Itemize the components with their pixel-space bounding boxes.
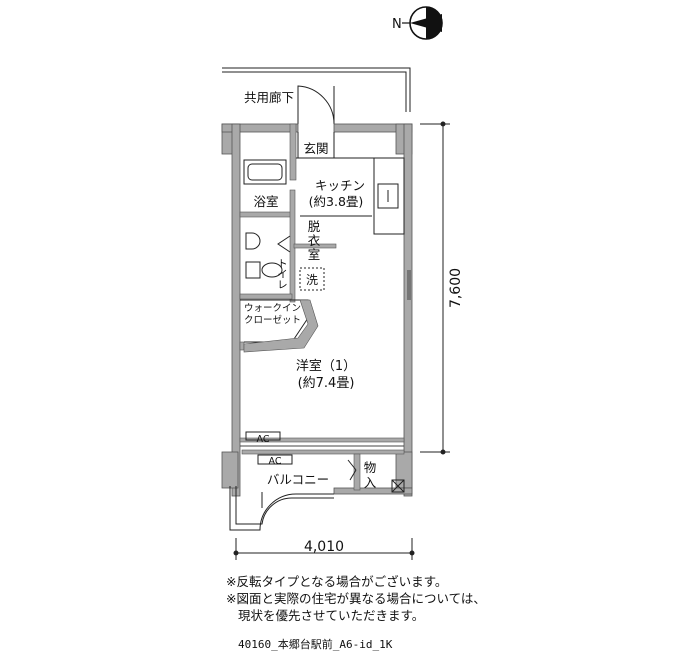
western-room-area-label: (約7.4畳)	[298, 376, 355, 391]
dressing-label-2: 衣	[308, 233, 321, 248]
storage-door	[347, 459, 357, 481]
balcony-label: バルコニー	[267, 472, 329, 487]
toilet-door	[277, 235, 291, 253]
exterior-walls	[221, 123, 413, 497]
closet-shelf	[243, 299, 319, 353]
width-dimension-label: 4,010	[304, 539, 344, 555]
bath-label: 浴室	[253, 194, 278, 209]
ac-upper-label: AC	[257, 434, 270, 445]
bathtub	[243, 159, 287, 185]
entrance-label: 玄関	[303, 141, 328, 156]
storage-label-2: 入	[364, 475, 377, 490]
corridor-label: 共用廊下	[244, 90, 294, 105]
entrance-door	[297, 85, 335, 125]
toilet-label: トイレ	[276, 258, 288, 290]
depth-dimension	[420, 121, 450, 455]
kitchen-area-label: (約3.8畳)	[309, 194, 364, 209]
dressing-label-3: 室	[308, 247, 321, 262]
drain-icon	[391, 479, 405, 493]
note-line-2: ※図面と実際の住宅が異なる場合については、	[226, 591, 486, 606]
window-marks	[240, 270, 411, 447]
washer-label: 洗	[306, 273, 318, 287]
storage-label-1: 物	[364, 460, 377, 475]
depth-dimension-label: 7,600	[448, 268, 464, 308]
note-line-1: ※反転タイプとなる場合がございます。	[226, 574, 448, 589]
kitchen-counter	[373, 157, 405, 235]
toilet-fixture	[245, 232, 283, 279]
ac-units	[245, 431, 293, 465]
dressing-label-1: 脱	[308, 219, 321, 234]
compass-icon	[402, 6, 443, 40]
closet-label-line1: ウォークイン	[244, 303, 301, 314]
compass-north-label: N	[392, 17, 402, 32]
kitchen-partition	[296, 132, 374, 217]
ac-lower-label: AC	[269, 456, 282, 467]
note-line-3: 現状を優先させていただきます。	[238, 608, 425, 623]
interior-walls	[239, 123, 405, 491]
western-room-label: 洋室（1）	[296, 358, 356, 374]
corridor-outline	[222, 67, 411, 112]
width-dimension	[233, 538, 415, 560]
washer-pan	[299, 267, 325, 291]
balcony-rail	[229, 486, 334, 531]
kitchen-label: キッチン	[315, 178, 365, 193]
closet-label-line2: クローゼット	[244, 314, 301, 326]
plan-code: 40160_本郷台駅前_A6-id_1K	[238, 638, 393, 651]
